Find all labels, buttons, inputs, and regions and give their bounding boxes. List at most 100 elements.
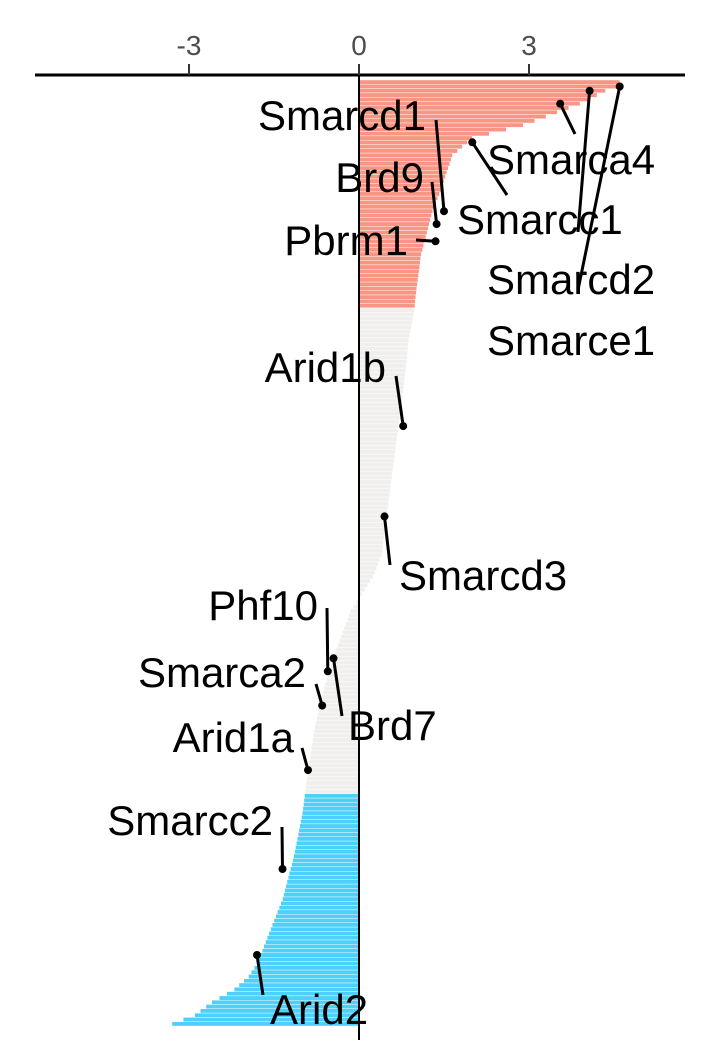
bar xyxy=(304,793,360,799)
bar xyxy=(307,772,360,777)
bar xyxy=(358,84,617,89)
gene-label: Smarcd2 xyxy=(487,256,655,303)
bar xyxy=(270,926,360,932)
bar xyxy=(358,200,437,205)
gene-label: Smarca2 xyxy=(138,649,306,696)
bar xyxy=(358,148,458,154)
bar xyxy=(358,415,400,420)
bar xyxy=(294,849,360,855)
gene-point xyxy=(431,237,440,246)
bar xyxy=(358,428,399,433)
bar xyxy=(358,535,385,541)
bar xyxy=(358,286,417,291)
bar xyxy=(324,681,360,687)
tick-label-3: 3 xyxy=(521,30,537,61)
gene-point xyxy=(432,220,441,229)
bar xyxy=(278,905,360,911)
bar xyxy=(358,505,389,511)
bar xyxy=(286,879,360,885)
x-axis-ticks: -3 0 3 xyxy=(177,30,537,75)
bar xyxy=(303,802,360,807)
gene-label: Smarcc2 xyxy=(107,797,273,844)
tick-label-neg3: -3 xyxy=(177,30,202,61)
bar xyxy=(358,544,383,549)
bar xyxy=(358,432,398,438)
label-connector xyxy=(471,141,509,196)
bar xyxy=(306,776,360,782)
bar xyxy=(358,488,391,494)
bar xyxy=(358,522,386,528)
gene-annotations: Smarce1Smarcd2Smarca4Smarcc1Smarcd1Brd9P… xyxy=(107,82,655,1033)
gene-point xyxy=(323,667,332,676)
bar xyxy=(358,531,385,537)
gene-point xyxy=(304,766,312,775)
bar xyxy=(309,754,360,760)
bar xyxy=(253,965,360,971)
bar xyxy=(296,840,360,846)
bar xyxy=(358,475,393,481)
bar xyxy=(301,815,360,820)
bar xyxy=(358,492,390,498)
bar xyxy=(343,625,360,631)
gene-label: Arid2 xyxy=(270,986,368,1033)
bar xyxy=(358,458,395,463)
label-connector xyxy=(434,119,446,212)
bar xyxy=(358,445,396,451)
bar xyxy=(358,307,415,313)
bar xyxy=(358,466,394,472)
bar xyxy=(358,329,411,334)
gene-label: Smarca4 xyxy=(487,136,655,183)
bar xyxy=(293,853,360,859)
gene-label: Pbrm1 xyxy=(284,217,408,264)
bar xyxy=(358,281,418,287)
bar xyxy=(327,673,360,678)
gene-point xyxy=(253,951,261,959)
gene-point xyxy=(556,99,565,108)
bar xyxy=(358,208,433,214)
gene-label: Smarcc1 xyxy=(457,196,623,243)
bar xyxy=(291,862,360,868)
bar xyxy=(358,539,384,545)
label-connector xyxy=(325,607,330,672)
bar xyxy=(285,883,360,889)
gene-label: Phf10 xyxy=(208,582,318,629)
bar xyxy=(358,312,414,317)
bar xyxy=(358,320,413,326)
gene-point xyxy=(318,701,327,710)
bars-group xyxy=(171,79,620,1027)
bar xyxy=(358,557,381,562)
bar xyxy=(292,858,360,863)
bar xyxy=(272,922,360,928)
bar xyxy=(358,398,403,403)
label-connector xyxy=(576,90,592,233)
bar xyxy=(284,888,360,893)
bar xyxy=(358,574,374,580)
bar xyxy=(267,935,360,941)
bar xyxy=(307,767,360,773)
bar xyxy=(358,419,400,425)
bar xyxy=(358,316,414,322)
bar xyxy=(280,901,360,906)
gene-point xyxy=(380,512,389,521)
gene-point xyxy=(585,86,594,95)
bar xyxy=(350,608,360,614)
bar xyxy=(302,810,360,816)
gene-point xyxy=(399,422,408,431)
bar xyxy=(288,875,360,881)
bar xyxy=(290,866,360,872)
bar xyxy=(309,759,360,764)
bar xyxy=(358,479,392,485)
bar xyxy=(337,643,360,648)
label-connector xyxy=(576,86,622,291)
label-connector xyxy=(332,658,344,717)
label-connector xyxy=(558,103,577,135)
bar xyxy=(358,277,419,283)
bar xyxy=(302,806,360,812)
bar xyxy=(283,892,360,898)
label-connector xyxy=(394,375,405,427)
gene-label: Smarcd1 xyxy=(258,92,426,139)
bar xyxy=(358,337,410,343)
bar xyxy=(358,552,382,558)
bar xyxy=(265,939,360,945)
